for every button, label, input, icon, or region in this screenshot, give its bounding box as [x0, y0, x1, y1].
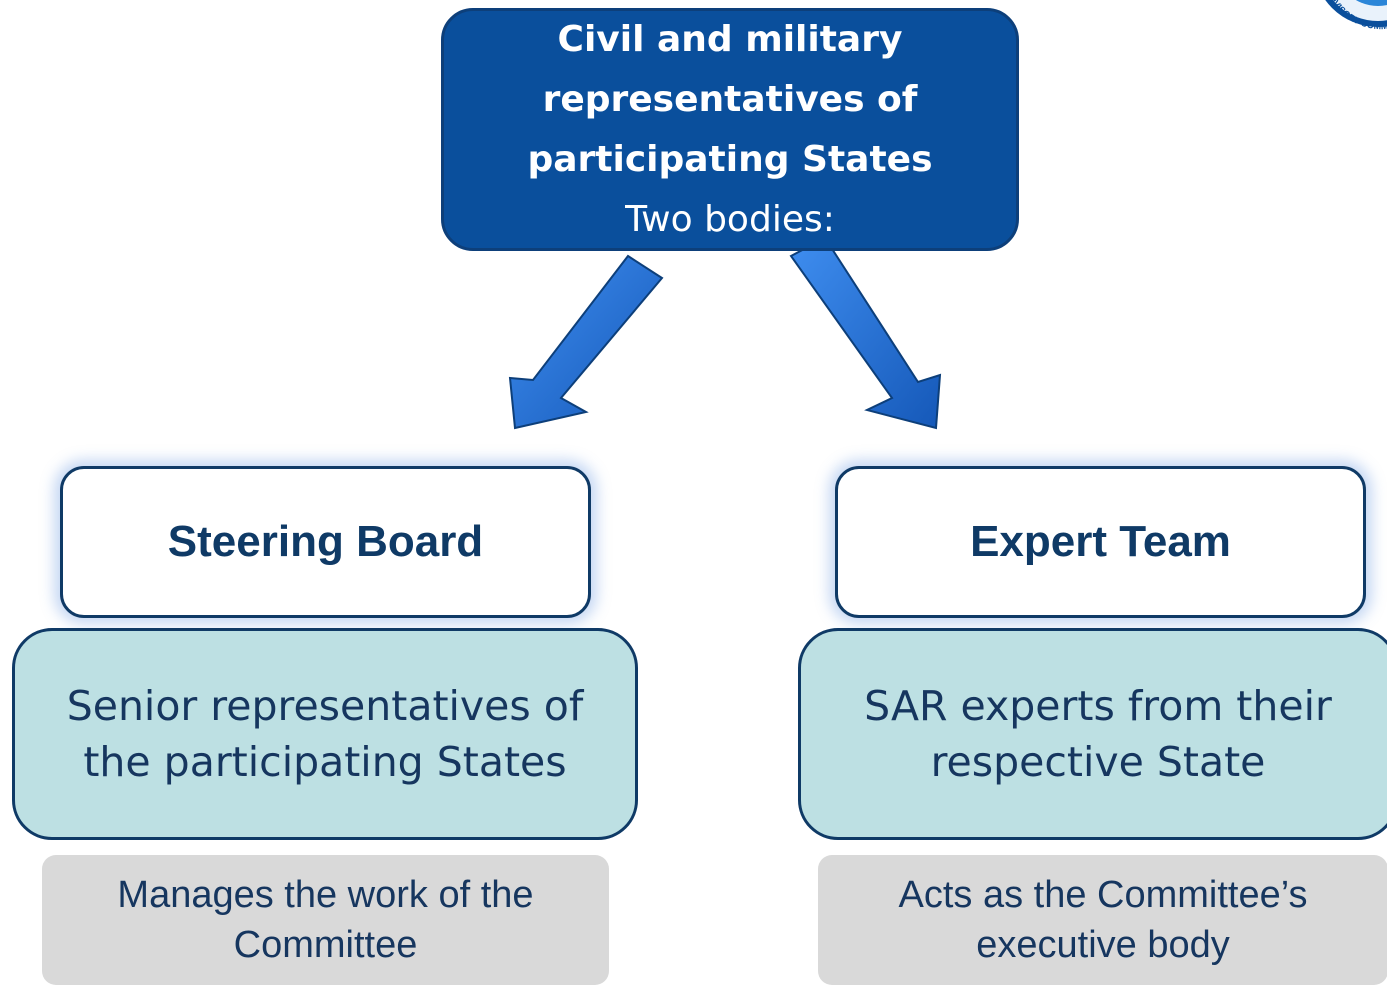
expert-team-title-box: Expert Team	[835, 466, 1366, 618]
arrow-left	[508, 254, 664, 430]
top-box-line-4: Two bodies:	[625, 198, 835, 240]
top-box-line-3: participating States	[527, 138, 933, 180]
arrow-right	[789, 236, 942, 430]
expert-team-role-box: Acts as the Committee’s executive body	[818, 855, 1387, 985]
top-box-line-2: representatives of	[542, 78, 918, 120]
steering-board-role-box: Manages the work of the Committee	[42, 855, 609, 985]
expert-team-description: SAR experts from their respective State	[864, 682, 1332, 786]
top-box-participating-states: Civil and military representatives of pa…	[441, 8, 1019, 251]
steering-board-title: Steering Board	[167, 517, 484, 566]
top-box-line-1: Civil and military	[557, 18, 903, 60]
expert-team-role: Acts as the Committee’s executive body	[898, 874, 1308, 966]
steering-board-title-box: Steering Board	[60, 466, 591, 618]
committee-seal-logo: ADVISORY COMM	[1325, 0, 1387, 31]
steering-board-role: Manages the work of the Committee	[117, 874, 534, 966]
expert-team-title: Expert Team	[970, 517, 1231, 566]
steering-board-description: Senior representatives of the participat…	[66, 682, 584, 786]
expert-team-description-box: SAR experts from their respective State	[798, 628, 1387, 840]
steering-board-description-box: Senior representatives of the participat…	[12, 628, 638, 840]
